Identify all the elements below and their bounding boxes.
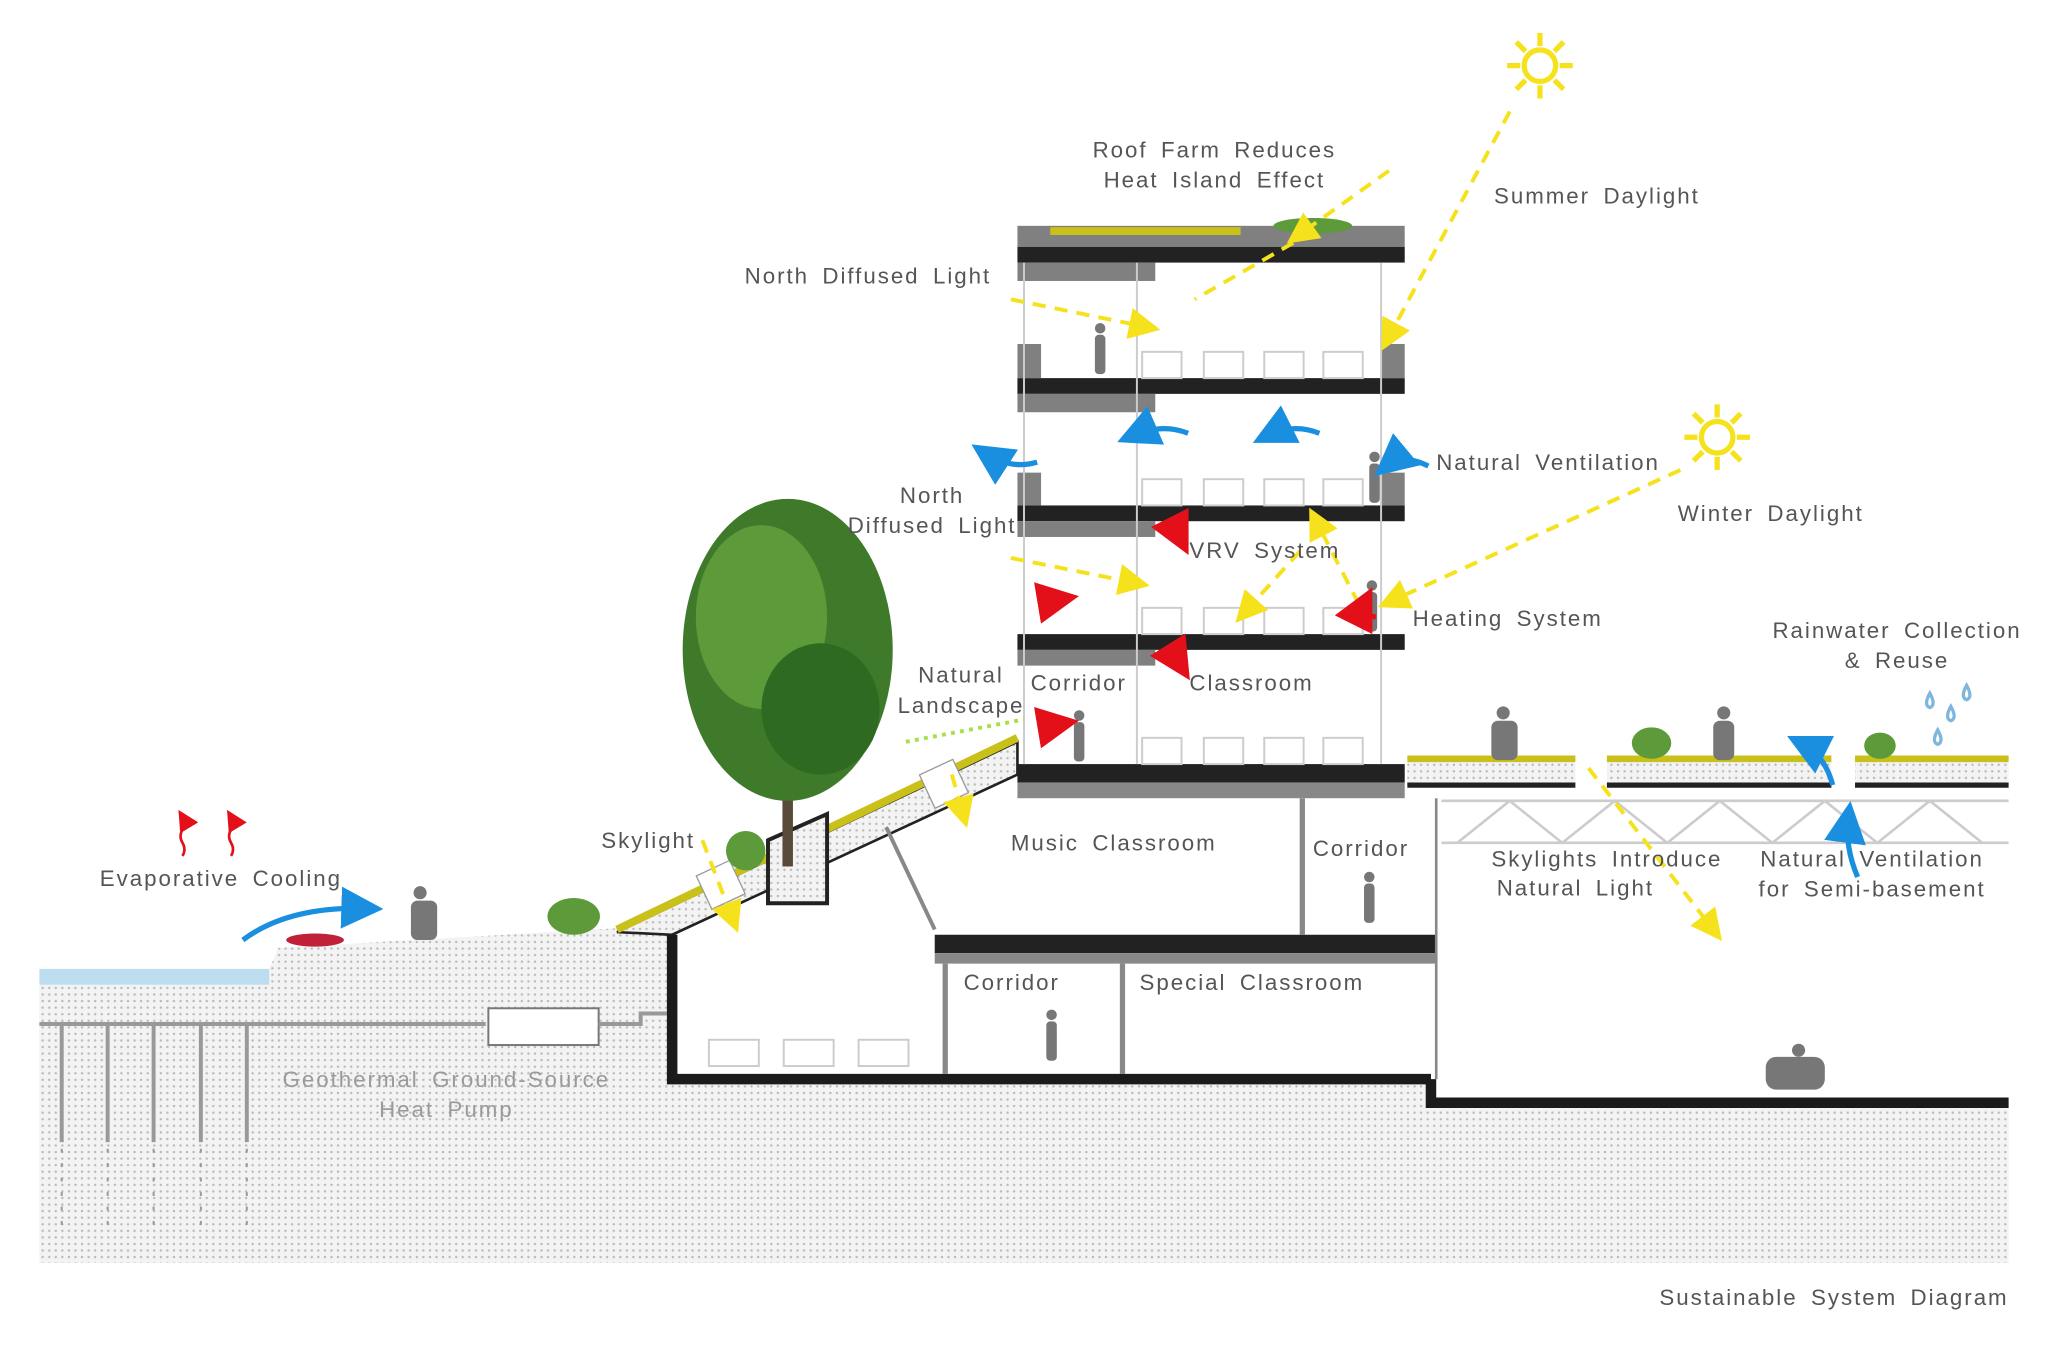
label-north-diffused-light: North — [900, 483, 964, 508]
label-natural-landscape: Natural — [918, 663, 1004, 688]
label-winter-daylight: Winter Daylight — [1678, 501, 1864, 526]
label-geothermal: Heat Pump — [379, 1097, 514, 1122]
label-rainwater: & Reuse — [1845, 648, 1950, 673]
person-icon — [1364, 871, 1375, 923]
label-north-diffused-light: Diffused Light — [848, 513, 1017, 538]
people — [410, 322, 1825, 1090]
label-semi-basement-ventilation: for Semi-basement — [1759, 877, 1986, 902]
label-natural-landscape: Landscape — [898, 693, 1025, 718]
label-skylights: Skylights Introduce — [1491, 846, 1722, 871]
heat-pump-unit — [487, 1007, 600, 1047]
label-rainwater: Rainwater Collection — [1772, 618, 2021, 643]
label-evaporative-cooling: Evaporative Cooling — [100, 866, 342, 891]
label-heating-system: Heating System — [1413, 606, 1603, 631]
person-icon — [1073, 710, 1085, 762]
person-icon — [1765, 1043, 1825, 1090]
label-natural-ventilation: Natural Ventilation — [1436, 450, 1660, 475]
tree-icon — [682, 498, 893, 867]
label-corridor: Corridor — [964, 970, 1060, 995]
label-roof-farm: Heat Island Effect — [1104, 168, 1326, 193]
label-vrv-system: VRV System — [1189, 538, 1340, 563]
label-summer-daylight: Summer Daylight — [1494, 184, 1700, 209]
evaporation-arrows — [178, 809, 247, 857]
person-icon — [1491, 706, 1518, 761]
truss — [1456, 799, 1984, 845]
light-ray-icon — [700, 110, 1722, 941]
person-icon — [410, 886, 438, 941]
label-skylights: Natural Light — [1497, 875, 1654, 900]
person-icon — [1369, 451, 1380, 503]
person-icon — [1713, 706, 1735, 761]
sun-icon — [1684, 404, 1750, 471]
airflow-arrow-icon — [241, 405, 1866, 943]
label-skylight: Skylight — [601, 828, 695, 853]
school-building — [707, 225, 1405, 1068]
person-icon — [1094, 322, 1106, 375]
sun-icon — [1507, 32, 1573, 99]
person-icon — [1366, 580, 1378, 632]
label-geothermal: Geothermal Ground-Source — [283, 1067, 611, 1092]
label-north-diffused-light: North Diffused Light — [745, 264, 992, 289]
label-corridor: Corridor — [1031, 671, 1127, 696]
desks — [707, 350, 1364, 1068]
label-special-classroom: Special Classroom — [1140, 970, 1365, 995]
green-slope-roof — [615, 734, 1020, 937]
pond-water — [39, 968, 270, 985]
right-green-roof — [1407, 753, 2009, 791]
floor-slabs — [1017, 246, 1405, 799]
slab — [934, 934, 1437, 954]
label-semi-basement-ventilation: Natural Ventilation — [1760, 846, 1984, 871]
basement — [666, 798, 2009, 1109]
person-icon — [1046, 1009, 1057, 1061]
label-classroom: Classroom — [1189, 671, 1313, 696]
label-music-classroom: Music Classroom — [1011, 831, 1217, 856]
label-corridor: Corridor — [1313, 836, 1409, 861]
raindrop-icon — [1924, 681, 1972, 747]
diagram-title: Sustainable System Diagram — [1659, 1285, 2008, 1310]
label-roof-farm: Roof Farm Reduces — [1093, 138, 1337, 163]
landscape-view-line — [905, 717, 1025, 744]
ground-soil — [39, 925, 2009, 1263]
tree-planter — [766, 810, 830, 906]
heat-arrow-icon — [1034, 508, 1377, 749]
